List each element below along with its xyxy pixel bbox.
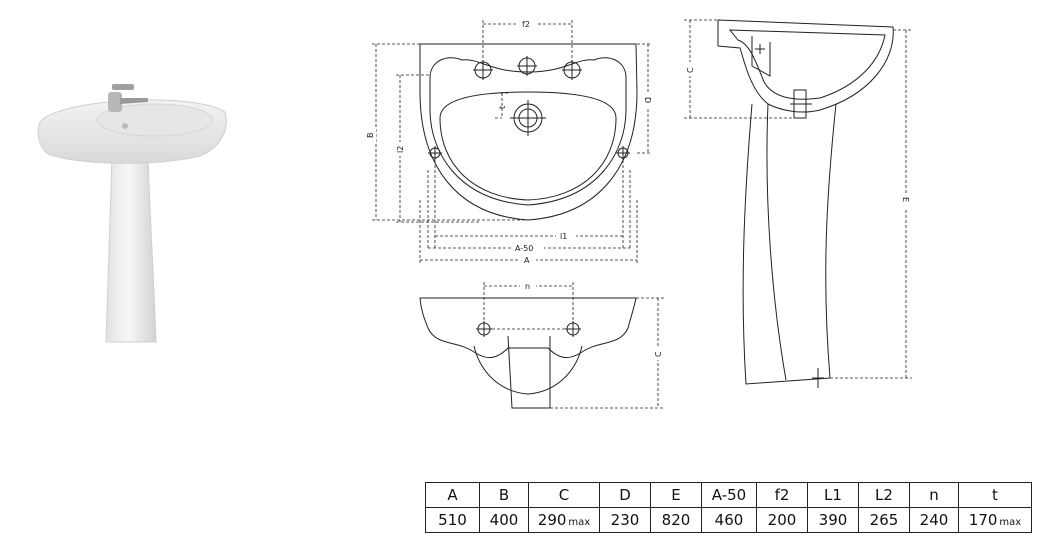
cell-n: 240 [909,507,959,533]
label-C-front: C [654,351,663,357]
cell-c-suffix: max [568,517,591,528]
front-view-pedestal [507,335,551,409]
col-header-n: n [909,482,959,508]
col-header-l2: L2 [858,482,910,508]
top-view-basin-outline [419,43,638,221]
label-A: A [524,256,530,265]
label-n: n [525,282,530,291]
label-a50: A-50 [515,244,533,253]
col-header-b: B [479,482,529,508]
label-C-top: C [686,67,695,73]
col-header-e: E [650,482,702,508]
front-view-bowl [473,345,583,395]
cell-a: 510 [425,507,480,533]
label-f2-top: f2 [522,20,530,29]
cell-t-value: 170 [968,511,998,529]
label-l2: l2 [396,146,405,153]
side-view-basin-outline [717,19,894,113]
cell-c-value: 290 [537,511,567,529]
label-D: D [643,97,652,103]
col-header-l1: L1 [807,482,859,508]
cell-l2: 265 [858,507,910,533]
label-l1: l1 [560,232,567,241]
cell-l1: 390 [807,507,859,533]
table-header-row: A B C D E A-50 f2 L1 L2 n t [425,482,1032,508]
cell-t-suffix: max [999,517,1022,528]
cell-d: 230 [599,507,651,533]
side-view-pedestal [742,103,837,385]
col-header-c: C [528,482,600,508]
label-t: t [498,106,507,109]
label-B: B [366,133,375,139]
label-E: E [901,197,910,202]
col-header-a: A [425,482,480,508]
cell-b: 400 [479,507,529,533]
cell-a50: 460 [701,507,757,533]
cell-f2: 200 [756,507,808,533]
col-header-f2: f2 [756,482,808,508]
col-header-a50: A-50 [701,482,757,508]
col-header-t: t [958,482,1032,508]
top-view-inner-rim [429,57,627,206]
washbasin-photo [30,70,240,360]
col-header-d: D [599,482,651,508]
cell-e: 820 [650,507,702,533]
front-view-basin-outline [419,297,637,358]
